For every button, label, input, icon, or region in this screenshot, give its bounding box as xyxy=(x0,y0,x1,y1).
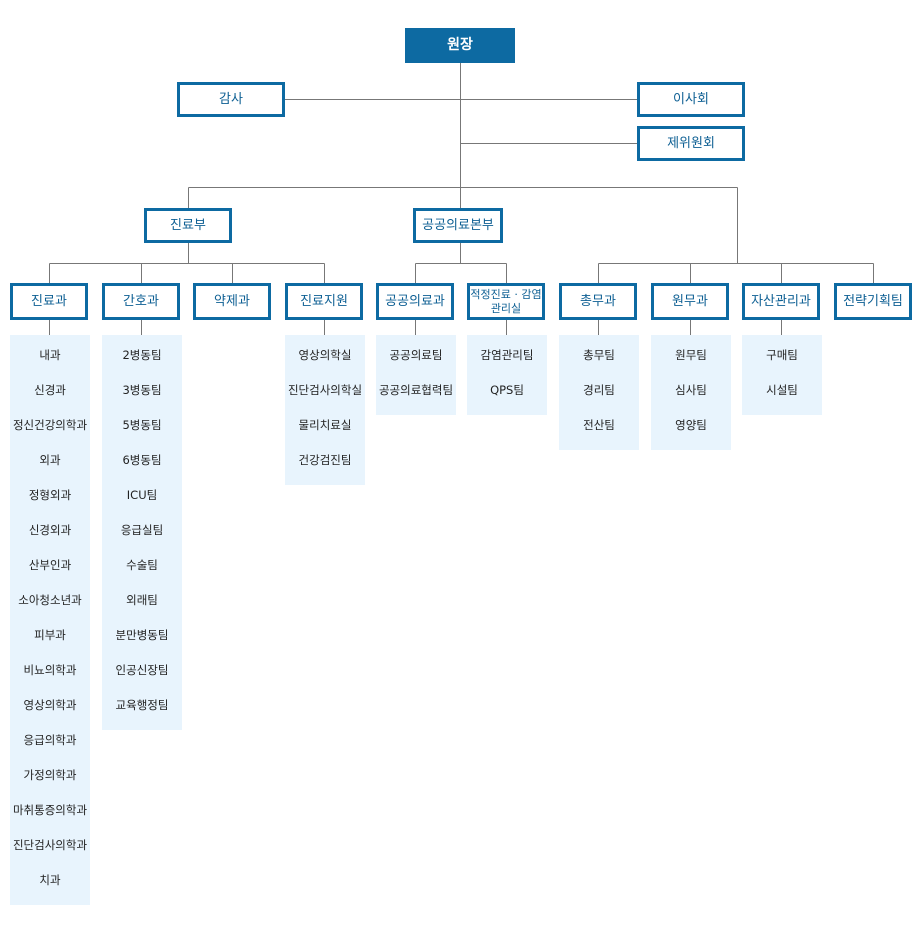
list-item[interactable]: 영양팀 xyxy=(675,418,707,432)
list-item[interactable]: 교육행정팀 xyxy=(115,698,169,712)
list-item[interactable]: 비뇨의학과 xyxy=(23,663,77,677)
list-item[interactable]: 2병동팀 xyxy=(122,348,162,362)
list-item[interactable]: 전산팀 xyxy=(583,418,615,432)
list-item[interactable]: 수술팀 xyxy=(126,558,158,572)
board-box[interactable]: 이사회 xyxy=(637,82,745,117)
dept-box-4[interactable]: 공공의료과 xyxy=(376,283,454,320)
list-item[interactable]: 신경외과 xyxy=(28,523,72,537)
dept-box-7[interactable]: 원무과 xyxy=(651,283,729,320)
list-item[interactable]: 원무팀 xyxy=(675,348,707,362)
list-item[interactable]: 치과 xyxy=(39,873,61,887)
dept-label: 전략기획팀 xyxy=(843,293,903,309)
list-item[interactable]: 가정의학과 xyxy=(23,768,77,782)
list-item[interactable]: 공공의료팀 xyxy=(389,348,443,362)
dept-box-6[interactable]: 총무과 xyxy=(559,283,637,320)
list-item[interactable]: 6병동팀 xyxy=(122,453,162,467)
list-item[interactable]: 총무팀 xyxy=(583,348,615,362)
list-item[interactable]: 물리치료실 xyxy=(298,418,352,432)
dept-label: 원무과 xyxy=(672,293,708,309)
committee-box[interactable]: 제위원회 xyxy=(637,126,745,161)
dept-label: 진료과 xyxy=(31,293,67,309)
dept-label: 적정진료 · 감염관리실 xyxy=(470,288,542,315)
audit-label: 감사 xyxy=(219,91,243,107)
list-item[interactable]: 마취통증의학과 xyxy=(12,803,88,817)
list-item[interactable]: 건강검진팀 xyxy=(298,453,352,467)
list-item[interactable]: 정형외과 xyxy=(28,488,72,502)
medical-division-label: 진료부 xyxy=(170,217,206,233)
list-item[interactable]: 외래팀 xyxy=(126,593,158,607)
list-item[interactable]: 경리팀 xyxy=(583,383,615,397)
director-box[interactable]: 원장 xyxy=(405,28,515,63)
dept-label: 간호과 xyxy=(123,293,159,309)
medical-division-box[interactable]: 진료부 xyxy=(144,208,232,243)
dept-box-2[interactable]: 약제과 xyxy=(193,283,271,320)
list-item[interactable]: 소아청소년과 xyxy=(18,593,82,607)
list-item[interactable]: 공공의료협력팀 xyxy=(378,383,454,397)
dept-box-1[interactable]: 간호과 xyxy=(102,283,180,320)
list-item[interactable]: 영상의학실 xyxy=(298,348,352,362)
list-item[interactable]: 응급의학과 xyxy=(23,733,77,747)
list-item[interactable]: 5병동팀 xyxy=(122,418,162,432)
list-item[interactable]: 산부인과 xyxy=(28,558,72,572)
list-item[interactable]: 정신건강의학과 xyxy=(12,418,88,432)
public-division-box[interactable]: 공공의료본부 xyxy=(413,208,503,243)
list-item[interactable]: 인공신장팀 xyxy=(115,663,169,677)
list-item[interactable]: 신경과 xyxy=(34,383,66,397)
list-item[interactable]: 응급실팀 xyxy=(120,523,164,537)
public-division-label: 공공의료본부 xyxy=(422,217,494,233)
dept-box-3[interactable]: 진료지원 xyxy=(285,283,363,320)
dept-label: 자산관리과 xyxy=(751,293,811,309)
list-item[interactable]: 영상의학과 xyxy=(23,698,77,712)
dept-label: 공공의료과 xyxy=(385,293,445,309)
list-item[interactable]: 외과 xyxy=(39,453,61,467)
list-item[interactable]: 피부과 xyxy=(34,628,66,642)
list-item[interactable]: 내과 xyxy=(39,348,61,362)
dept-box-9[interactable]: 전략기획팀 xyxy=(834,283,912,320)
board-label: 이사회 xyxy=(673,91,709,107)
list-item[interactable]: 3병동팀 xyxy=(122,383,162,397)
list-item[interactable]: QPS팀 xyxy=(490,383,524,397)
dept-box-8[interactable]: 자산관리과 xyxy=(742,283,820,320)
list-item[interactable]: 감염관리팀 xyxy=(480,348,534,362)
list-item[interactable]: 심사팀 xyxy=(675,383,707,397)
list-item[interactable]: 시설팀 xyxy=(766,383,798,397)
team-list: 감염관리팀 QPS팀 xyxy=(467,335,547,415)
dept-label: 총무과 xyxy=(580,293,616,309)
director-label: 원장 xyxy=(447,37,473,54)
list-item[interactable]: 진단검사의학실 xyxy=(287,383,363,397)
list-item[interactable]: ICU팀 xyxy=(126,488,158,502)
dept-box-0[interactable]: 진료과 xyxy=(10,283,88,320)
audit-box[interactable]: 감사 xyxy=(177,82,285,117)
dept-label: 진료지원 xyxy=(300,293,348,309)
dept-label: 약제과 xyxy=(214,293,250,309)
list-item[interactable]: 분만병동팀 xyxy=(115,628,169,642)
committee-label: 제위원회 xyxy=(667,135,715,151)
list-item[interactable]: 진단검사의학과 xyxy=(12,838,88,852)
dept-box-5[interactable]: 적정진료 · 감염관리실 xyxy=(467,283,545,320)
list-item[interactable]: 구매팀 xyxy=(766,348,798,362)
